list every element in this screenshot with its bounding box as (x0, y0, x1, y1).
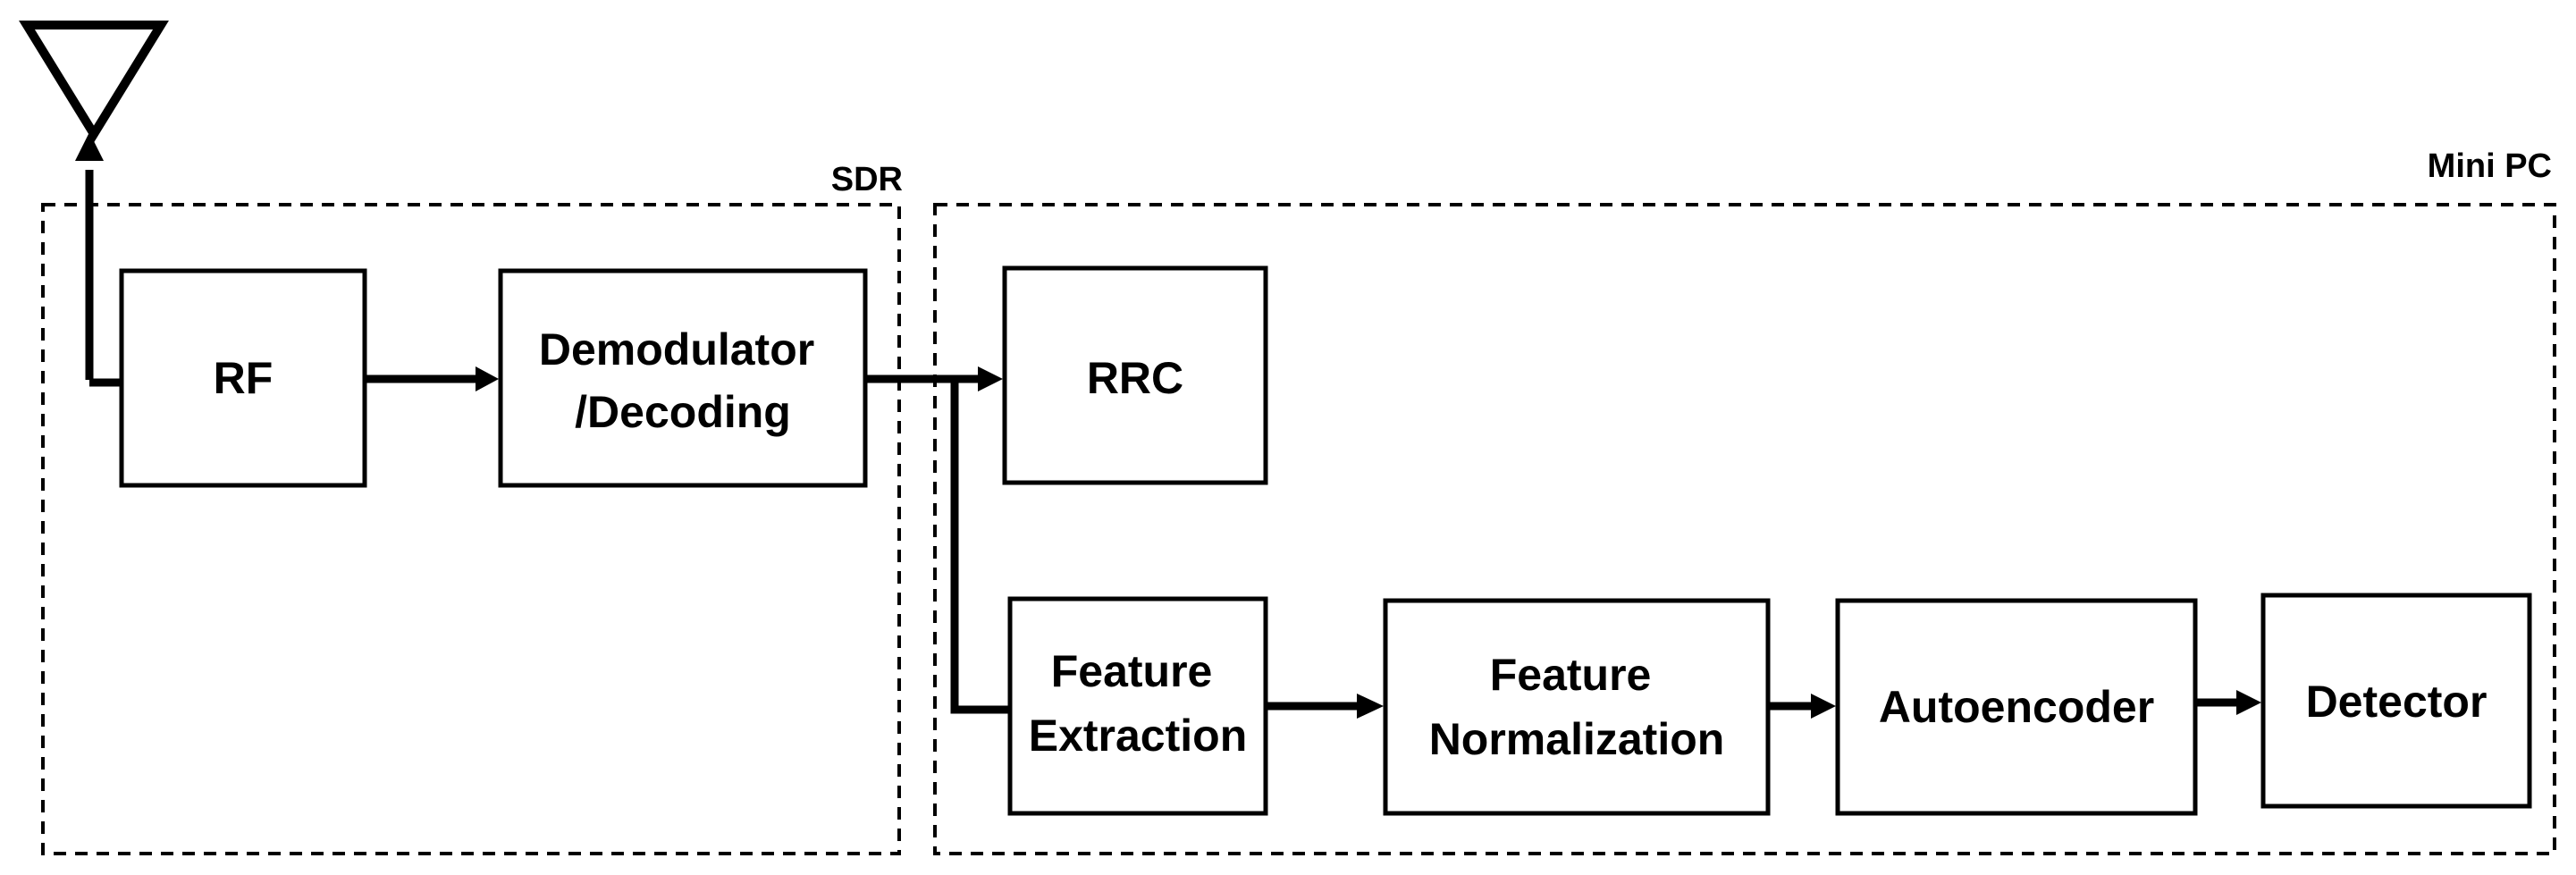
antenna-icon (19, 21, 169, 387)
sdr-group: SDR (41, 161, 903, 855)
rrc-block: RRC (1002, 265, 1268, 485)
sdr-label: SDR (831, 161, 903, 198)
connectors (365, 366, 2261, 719)
feature-normalization-block: Feature Normalization (1383, 598, 1771, 816)
demodulator-label: Demodulator /Decoding (539, 324, 827, 437)
rf-block: RF (119, 268, 367, 488)
branch-to-feature-extraction (950, 379, 1008, 714)
detector-label: Detector (2306, 677, 2488, 727)
mini-pc-label: Mini PC (2428, 147, 2552, 185)
rrc-label: RRC (1087, 353, 1183, 403)
rf-label: RF (214, 353, 274, 403)
demodulator-block: Demodulator /Decoding (498, 268, 868, 488)
feature-normalization-label: Feature Normalization (1429, 650, 1725, 764)
sdr-boundary (41, 203, 901, 855)
autoencoder-label: Autoencoder (1879, 682, 2154, 732)
feature-extraction-block: Feature Extraction (1007, 596, 1268, 816)
mini-pc-group: Mini PC (933, 147, 2556, 855)
mini-pc-boundary (933, 203, 2556, 855)
detector-block: Detector (2260, 593, 2532, 809)
autoencoder-block: Autoencoder (1835, 598, 2198, 816)
feature-extraction-label: Feature Extraction (1029, 646, 1248, 761)
